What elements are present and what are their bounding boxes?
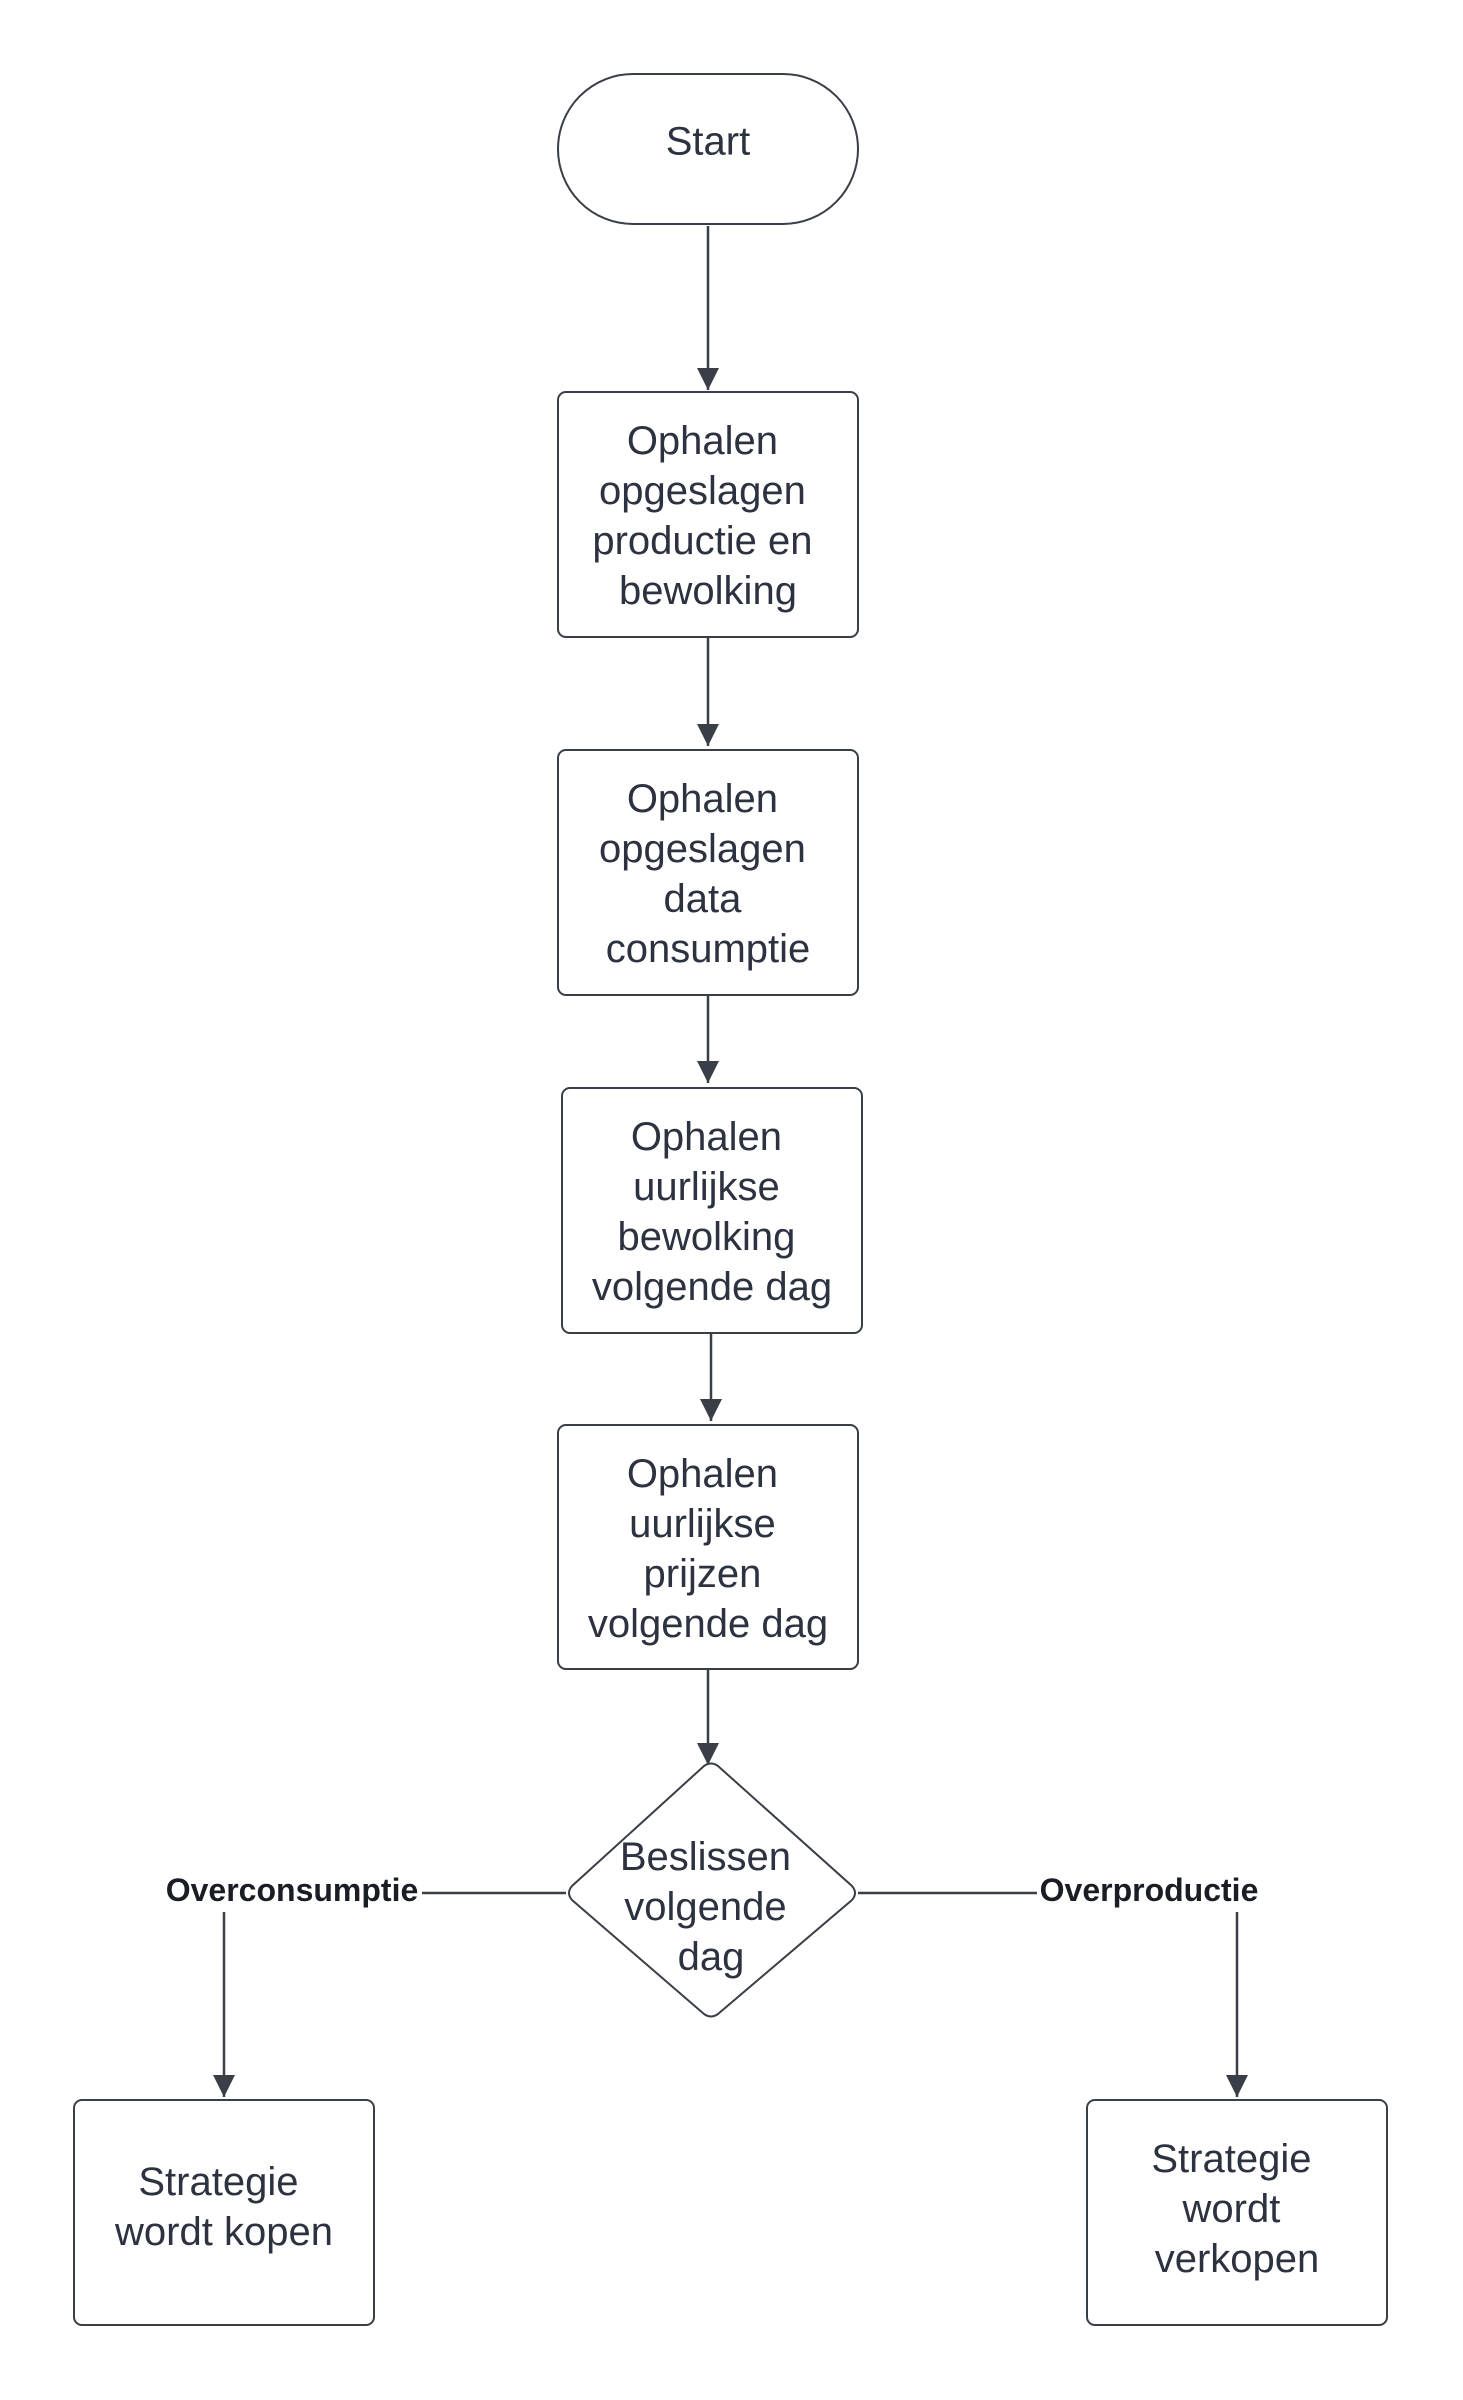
svg-text:Strategie wordt kopen: Strategie wordt kopen [114,2160,333,2254]
fetch-consumption-line-1: Ophalen [627,777,778,821]
decision-line-1: Beslissen [620,1835,791,1879]
edge-label-overconsumption: Overconsumptie [166,1872,419,1908]
svg-text:Ophalen opgeslagen: Ophalen opgeslagen productie en bewolkin… [592,419,823,613]
outcome-sell: Strategie wordt verkopen [1086,2099,1388,2326]
fetch-consumption-line-4: consumptie [606,927,811,971]
start-label: Start [666,120,750,164]
fetch-clouds-line-1: Ophalen [631,1115,782,1159]
fetch-production-line-2: opgeslagen [599,469,806,513]
start-node: Start [557,73,859,225]
fetch-consumption-line-2: opgeslagen [599,827,806,871]
process-fetch-prices: Ophalen uurlijkse prijzen volgende dag [557,1424,859,1670]
svg-text:Strategie wordt ve: Strategie wordt verkopen [1151,2137,1322,2281]
svg-text:Beslissen volgende: Beslissen volgende dag [620,1835,802,1979]
fetch-consumption-line-3: data [664,877,743,921]
process-fetch-clouds: Ophalen uurlijkse bewolking volgende dag [561,1087,863,1334]
process-fetch-production: Ophalen opgeslagen productie en bewolkin… [557,391,859,638]
fetch-prices-line-2: uurlijkse [629,1502,776,1546]
outcome-buy: Strategie wordt kopen [73,2099,375,2326]
buy-line-2: wordt kopen [114,2210,333,2254]
fetch-prices-line-3: prijzen [644,1552,762,1596]
fetch-clouds-line-4: volgende dag [592,1265,832,1309]
decision-node: Beslissen volgende dag [568,1762,856,2018]
svg-text:Ophalen uurlijkse: Ophalen uurlijkse bewolking volgende dag [592,1115,832,1309]
decision-line-3: dag [678,1935,745,1979]
fetch-production-line-4: bewolking [619,569,797,613]
process-fetch-consumption: Ophalen opgeslagen data consumptie [557,749,859,996]
fetch-clouds-line-2: uurlijkse [633,1165,780,1209]
sell-line-2: wordt [1182,2187,1281,2231]
sell-line-3: verkopen [1155,2237,1320,2281]
edge-label-overproduction: Overproductie [1040,1872,1259,1908]
fetch-production-line-3: productie en [592,519,812,563]
fetch-prices-line-4: volgende dag [588,1602,828,1646]
fetch-production-line-1: Ophalen [627,419,778,463]
svg-text:Ophalen opgeslagen: Ophalen opgeslagen data consumptie [599,777,817,971]
connectors [213,226,1248,2097]
fetch-prices-line-1: Ophalen [627,1452,778,1496]
buy-line-1: Strategie [138,2160,298,2204]
svg-text:Ophalen uurlijkse: Ophalen uurlijkse prijzen volgende dag [588,1452,828,1646]
decision-line-2: volgende [624,1885,786,1929]
sell-line-1: Strategie [1151,2137,1311,2181]
fetch-clouds-line-3: bewolking [617,1215,795,1259]
